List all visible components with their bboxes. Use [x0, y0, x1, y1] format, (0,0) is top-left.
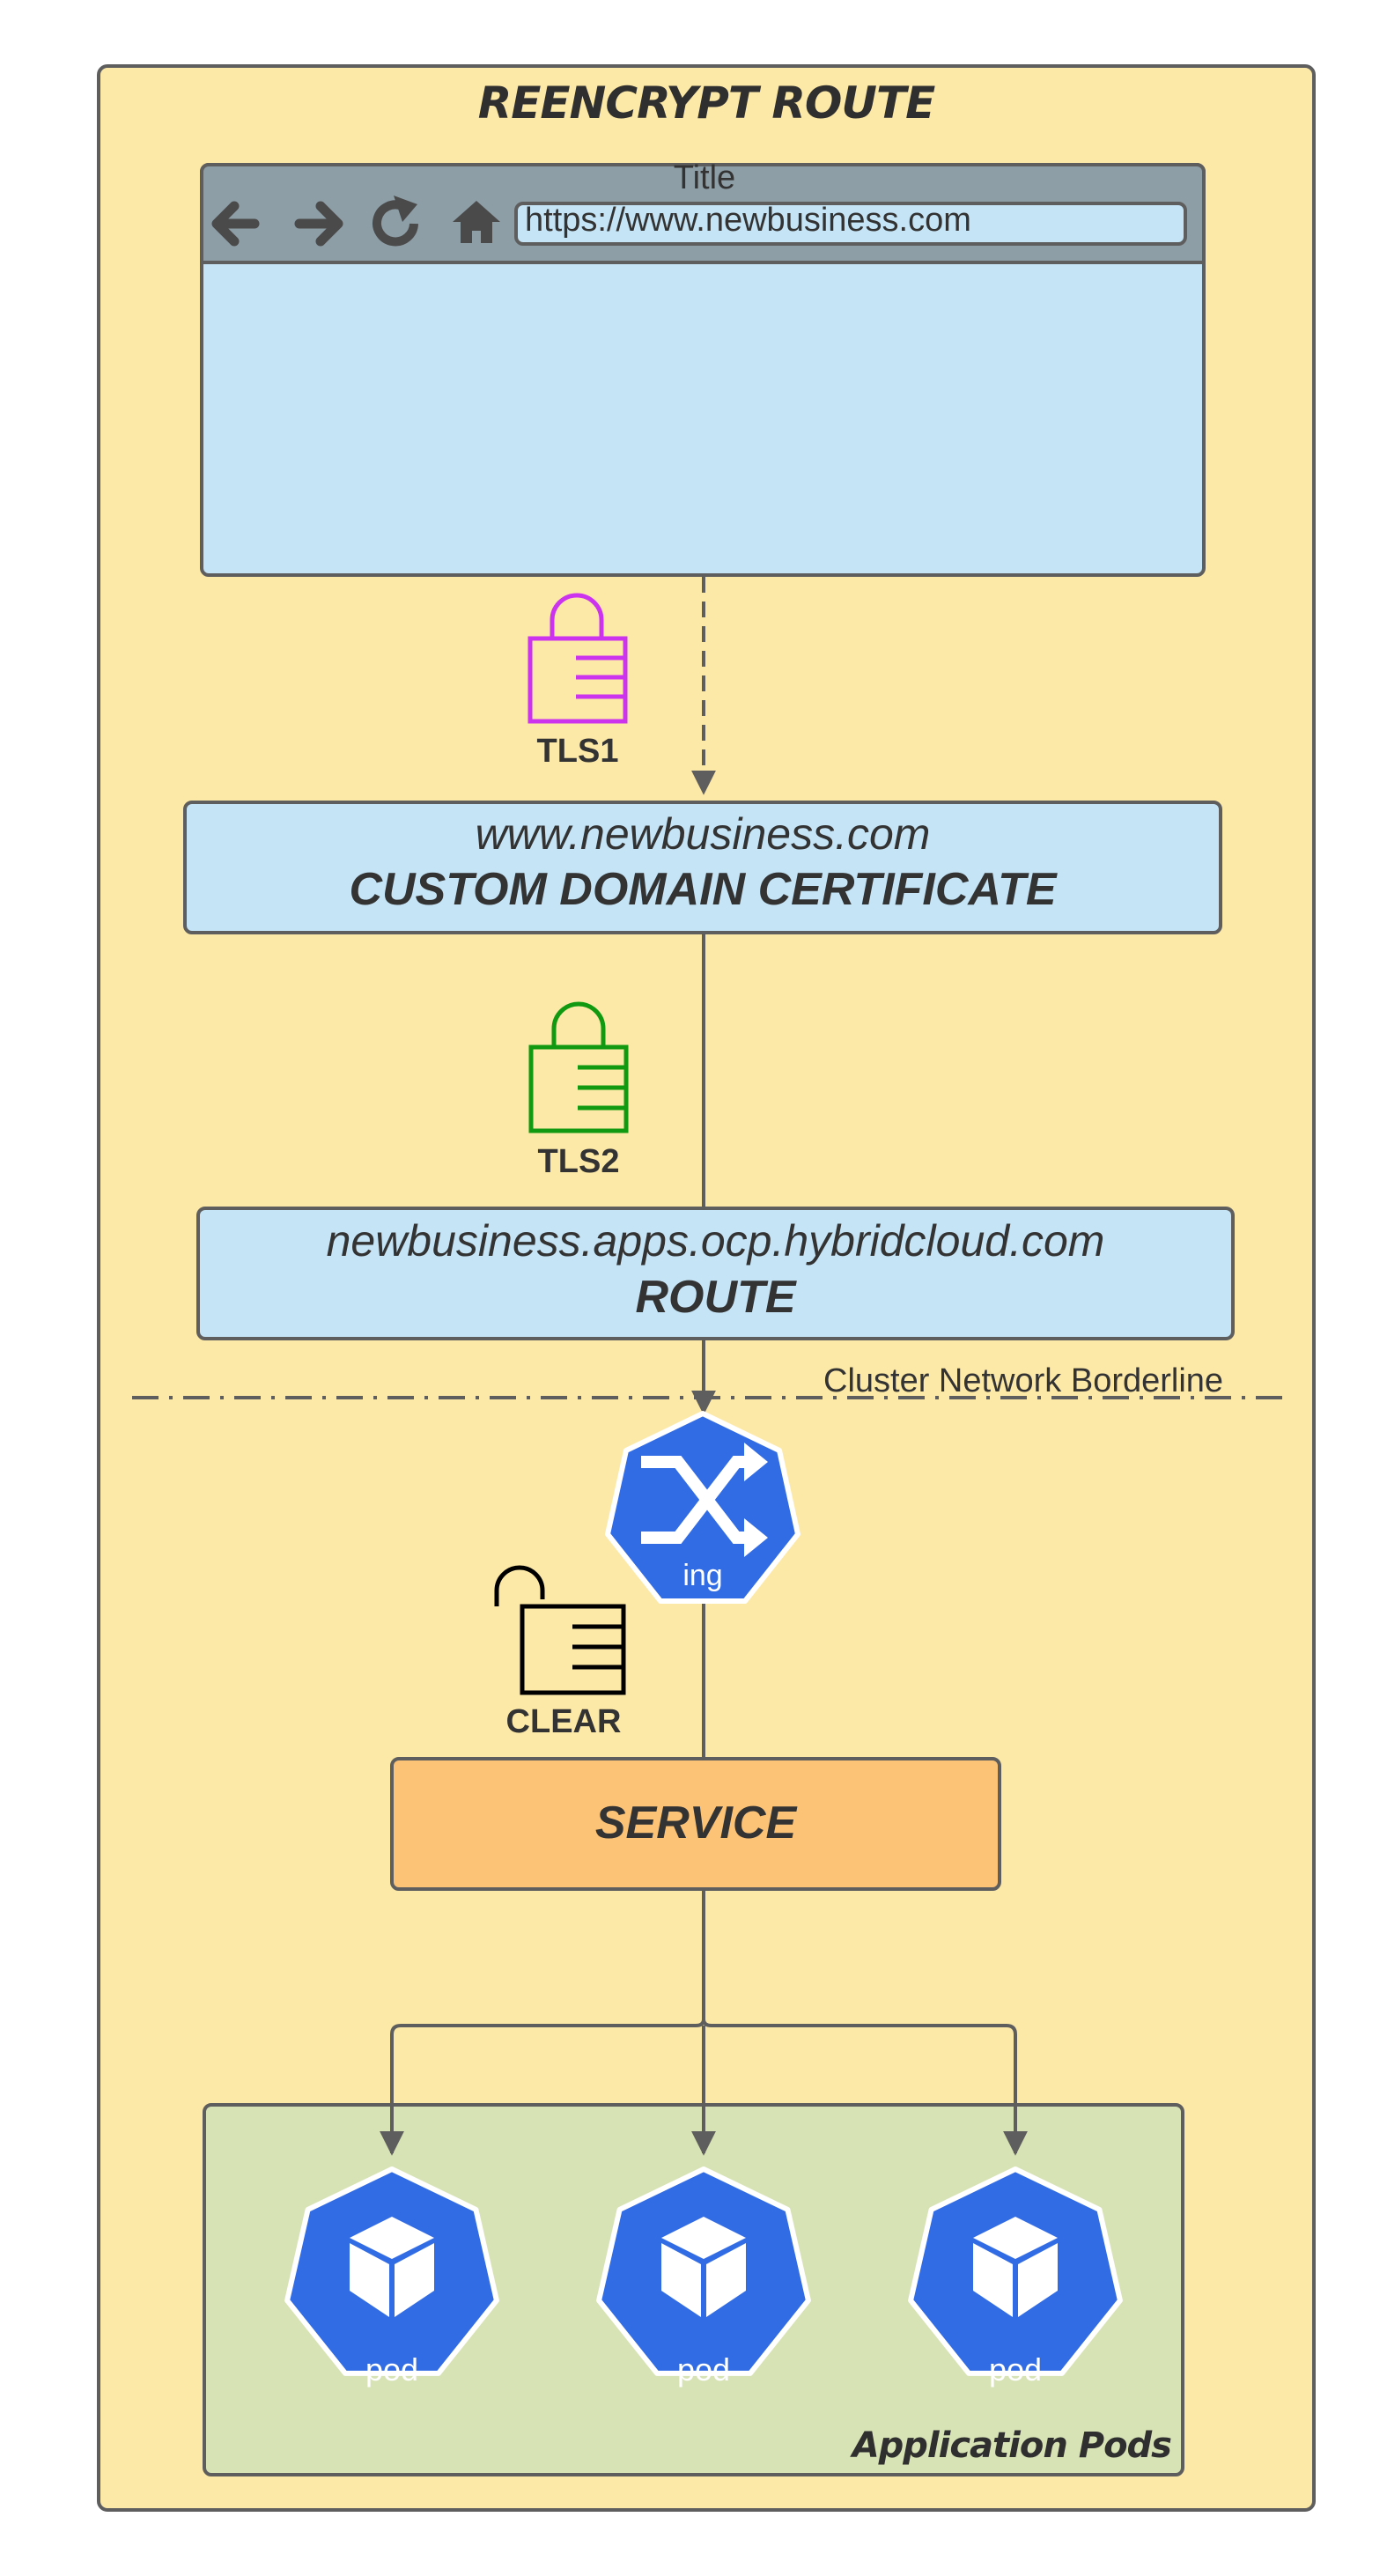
route-box — [196, 1207, 1235, 1340]
borderline-label: Cluster Network Borderline — [823, 1362, 1224, 1399]
cube-icon — [350, 2217, 434, 2317]
browser-window — [200, 163, 1206, 577]
home-icon[interactable] — [453, 201, 500, 243]
certificate-name: CUSTOM DOMAIN CERTIFICATE — [349, 864, 1057, 915]
tls1-lock-icon — [528, 593, 628, 724]
tls2-lock-icon — [528, 1001, 629, 1133]
diagram-title: REENCRYPT ROUTE — [477, 78, 936, 129]
route-name: ROUTE — [635, 1272, 796, 1323]
pod-label: pod — [676, 2351, 731, 2388]
cube-icon — [661, 2217, 746, 2317]
pod-icon — [596, 2166, 811, 2376]
tls2-label: TLS2 — [537, 1143, 620, 1180]
pod-icon — [908, 2166, 1123, 2376]
ingress-icon — [605, 1411, 800, 1604]
route-host: newbusiness.apps.ocp.hybridcloud.com — [326, 1216, 1105, 1266]
address-bar-url[interactable]: https://www.newbusiness.com — [525, 202, 971, 239]
reload-icon[interactable] — [373, 196, 418, 247]
service-label: SERVICE — [594, 1797, 797, 1849]
pod-icon — [284, 2166, 499, 2376]
pod-label: pod — [365, 2351, 419, 2388]
tls1-label: TLS1 — [536, 733, 619, 770]
ingress-label: ing — [682, 1559, 723, 1592]
forward-arrow-icon[interactable] — [294, 201, 343, 247]
certificate-domain: www.newbusiness.com — [475, 809, 931, 859]
clear-open-lock-icon — [494, 1565, 626, 1695]
browser-window-title: Title — [673, 159, 736, 196]
pod-label: pod — [988, 2351, 1043, 2388]
service-to-pods-connectors — [380, 1891, 1028, 2156]
application-pods-label: Application Pods — [852, 2425, 1172, 2466]
cube-icon — [973, 2217, 1058, 2317]
address-bar[interactable] — [514, 202, 1187, 246]
service-box — [390, 1757, 1001, 1891]
custom-domain-certificate-box — [183, 801, 1222, 934]
clear-label: CLEAR — [505, 1703, 622, 1740]
back-arrow-icon[interactable] — [211, 201, 260, 247]
